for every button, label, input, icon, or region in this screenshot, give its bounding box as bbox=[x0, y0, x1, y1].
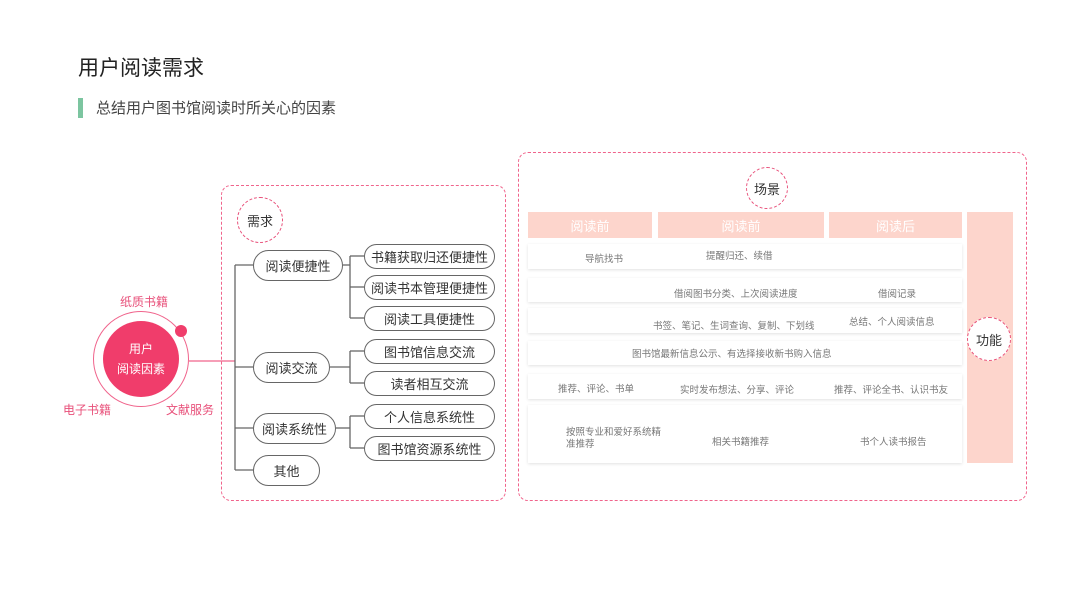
scene-row bbox=[528, 341, 962, 365]
core-label-line2: 阅读因素 bbox=[116, 362, 165, 376]
need-item: 图书馆信息交流 bbox=[364, 339, 495, 364]
scene-header-after: 阅读后 bbox=[829, 212, 962, 238]
function-label: 功能 bbox=[967, 317, 1011, 361]
scene-row bbox=[528, 278, 962, 302]
scene-cell: 书签、笔记、生词查询、复制、下划线 bbox=[653, 321, 815, 332]
label-literature-service: 文献服务 bbox=[166, 403, 215, 417]
needs-title: 需求 bbox=[237, 197, 283, 243]
need-item: 图书馆资源系统性 bbox=[364, 436, 495, 461]
scene-cell: 图书馆最新信息公示、有选择接收新书购入信息 bbox=[632, 349, 832, 360]
need-item: 书籍获取归还便捷性 bbox=[364, 244, 495, 269]
label-paper-books: 纸质书籍 bbox=[120, 295, 169, 309]
need-group-convenience: 阅读便捷性 bbox=[253, 250, 343, 281]
need-group-other: 其他 bbox=[253, 455, 320, 486]
scenes-title: 场景 bbox=[746, 167, 788, 209]
core-circle: 用户 阅读因素 bbox=[103, 321, 179, 397]
need-item: 个人信息系统性 bbox=[364, 404, 495, 429]
scene-cell: 推荐、评论、书单 bbox=[558, 384, 635, 395]
scene-cell: 总结、个人阅读信息 bbox=[849, 317, 935, 328]
scene-cell: 书个人读书报告 bbox=[860, 437, 927, 448]
scene-row bbox=[528, 308, 962, 333]
need-item: 阅读书本管理便捷性 bbox=[364, 275, 495, 300]
scene-row bbox=[528, 405, 962, 463]
scene-cell: 借阅图书分类、上次阅读进度 bbox=[674, 289, 798, 300]
scene-cell: 借阅记录 bbox=[878, 289, 917, 300]
needs-box bbox=[221, 185, 506, 501]
core-label-line1: 用户 bbox=[128, 342, 153, 356]
need-item: 阅读工具便捷性 bbox=[364, 306, 495, 331]
scene-cell: 实时发布想法、分享、评论 bbox=[680, 385, 795, 396]
subtitle-accent-bar bbox=[78, 98, 83, 118]
scene-cell: 提醒归还、续借 bbox=[706, 251, 773, 262]
page-subtitle: 总结用户图书馆阅读时所关心的因素 bbox=[96, 99, 337, 117]
scene-cell: 按照专业和爱好系统精准推荐 bbox=[566, 427, 662, 450]
page-title: 用户阅读需求 bbox=[78, 56, 204, 80]
scene-row bbox=[528, 244, 962, 269]
core-dot bbox=[175, 325, 187, 337]
scene-cell: 导航找书 bbox=[585, 254, 624, 265]
scene-header-before-2: 阅读前 bbox=[658, 212, 824, 238]
need-group-communication: 阅读交流 bbox=[253, 352, 330, 383]
scene-row bbox=[528, 374, 962, 399]
scene-header-before-1: 阅读前 bbox=[528, 212, 652, 238]
need-group-systematic: 阅读系统性 bbox=[253, 413, 336, 444]
need-item: 读者相互交流 bbox=[364, 371, 495, 396]
scene-cell: 相关书籍推荐 bbox=[712, 437, 770, 448]
label-ebooks: 电子书籍 bbox=[63, 403, 112, 417]
scenes-box bbox=[518, 152, 1027, 501]
scene-cell: 推荐、评论全书、认识书友 bbox=[834, 385, 949, 396]
